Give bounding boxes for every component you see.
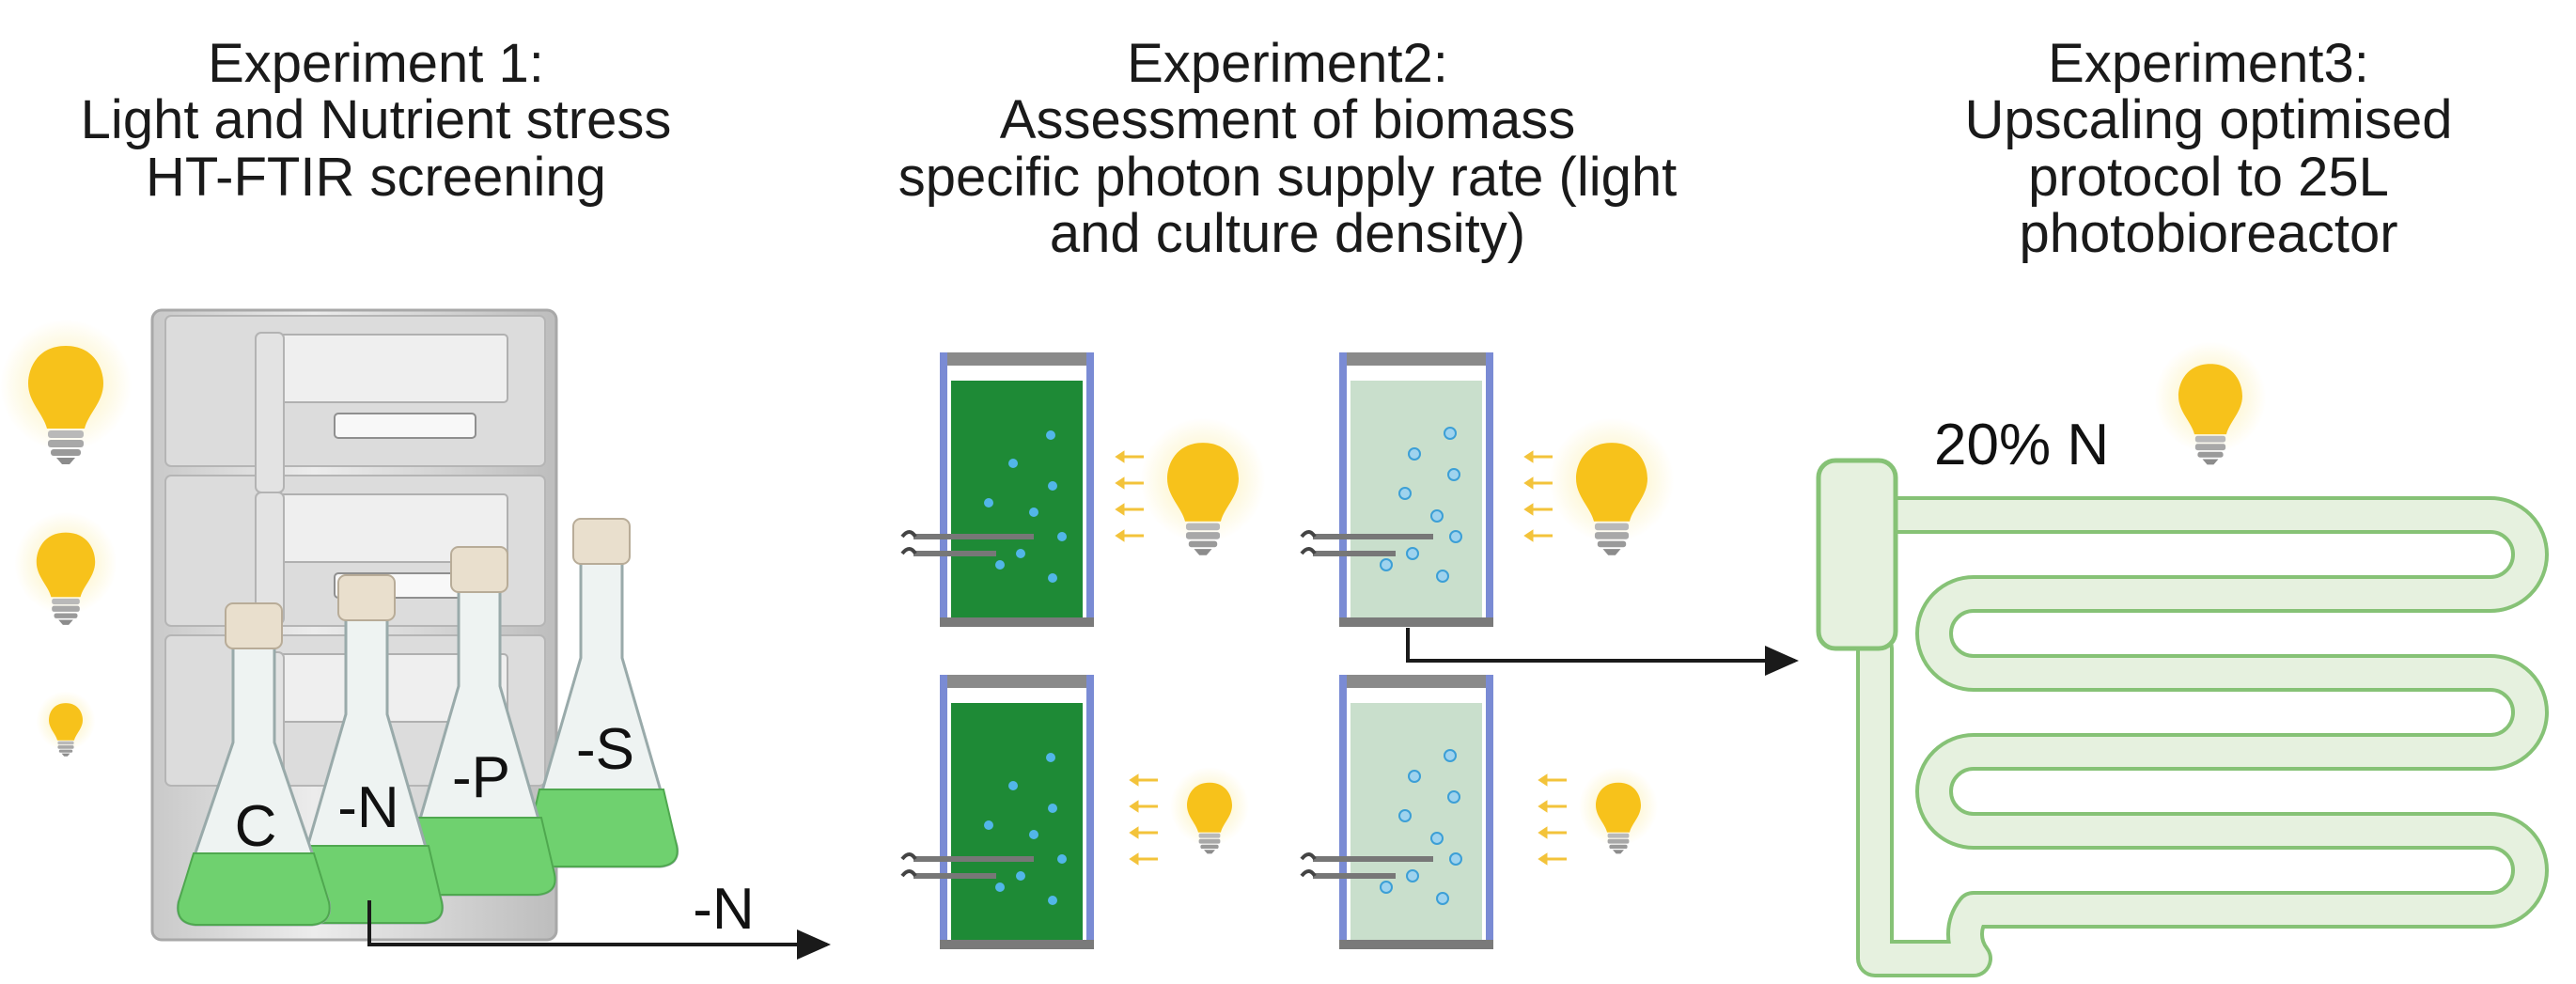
experiment3-title: Experiment3: (2048, 33, 2369, 94)
experiment2-title: Experiment2: (1127, 33, 1448, 94)
experiment1-line2: Light and Nutrient stress (80, 89, 672, 151)
photobioreactor-icon (1816, 458, 2549, 977)
light-bulb-icon (1579, 767, 1658, 854)
experiment2-line2: Assessment of biomass (999, 89, 1576, 151)
experiment1-heading: Experiment 1: Light and Nutrient stress … (0, 33, 752, 208)
experiment2-heading: Experiment2: Assessment of biomass speci… (818, 33, 1757, 264)
experiment3-line3: protocol to 25L (2028, 146, 2389, 208)
experiment3-heading: Experiment3: Upscaling optimised protoco… (1842, 33, 2575, 264)
experiment2-line3: specific photon supply rate (light (898, 146, 1678, 208)
flask-label-minus-s: -S (576, 717, 634, 782)
arrow-icon (367, 900, 831, 960)
light-bulb-icon (1549, 417, 1675, 555)
experiment2-line4: and culture density) (1049, 202, 1526, 264)
light-bulb-icon (0, 320, 132, 464)
light-direction-arrows (1116, 451, 1146, 541)
light-bulb-icon (14, 511, 117, 625)
photobioreactor-panel-dilute-low-light (1302, 675, 1493, 949)
light-direction-arrows (1524, 451, 1554, 541)
photobioreactor-panel-dilute-high-light (1302, 352, 1493, 627)
flask-label-minus-n: -N (337, 775, 398, 840)
erlenmeyer-flask-icon (176, 518, 679, 927)
light-direction-arrows (1130, 774, 1160, 865)
experiment1-line3: HT-FTIR screening (146, 146, 606, 208)
arrow-icon (1406, 628, 1799, 676)
photobioreactor-panel-dense-low-light (902, 675, 1094, 949)
light-direction-arrows (1538, 774, 1569, 865)
flask-label-c: C (235, 794, 277, 859)
light-bulb-icon (2154, 341, 2267, 465)
light-bulb-icon (1170, 767, 1249, 854)
experiment3-line2: Upscaling optimised (1964, 89, 2453, 151)
light-bulb-icon (1140, 417, 1266, 555)
arrow-label-minus-n: -N (693, 877, 754, 942)
nitrogen-level-label: 20% N (1934, 413, 2109, 477)
flask-label-minus-p: -P (452, 745, 510, 810)
experiment3-line4: photobioreactor (2019, 202, 2398, 264)
experiment1-title: Experiment 1: (208, 33, 544, 94)
light-bulb-icon (36, 691, 96, 757)
photobioreactor-panel-dense-high-light (902, 352, 1094, 627)
